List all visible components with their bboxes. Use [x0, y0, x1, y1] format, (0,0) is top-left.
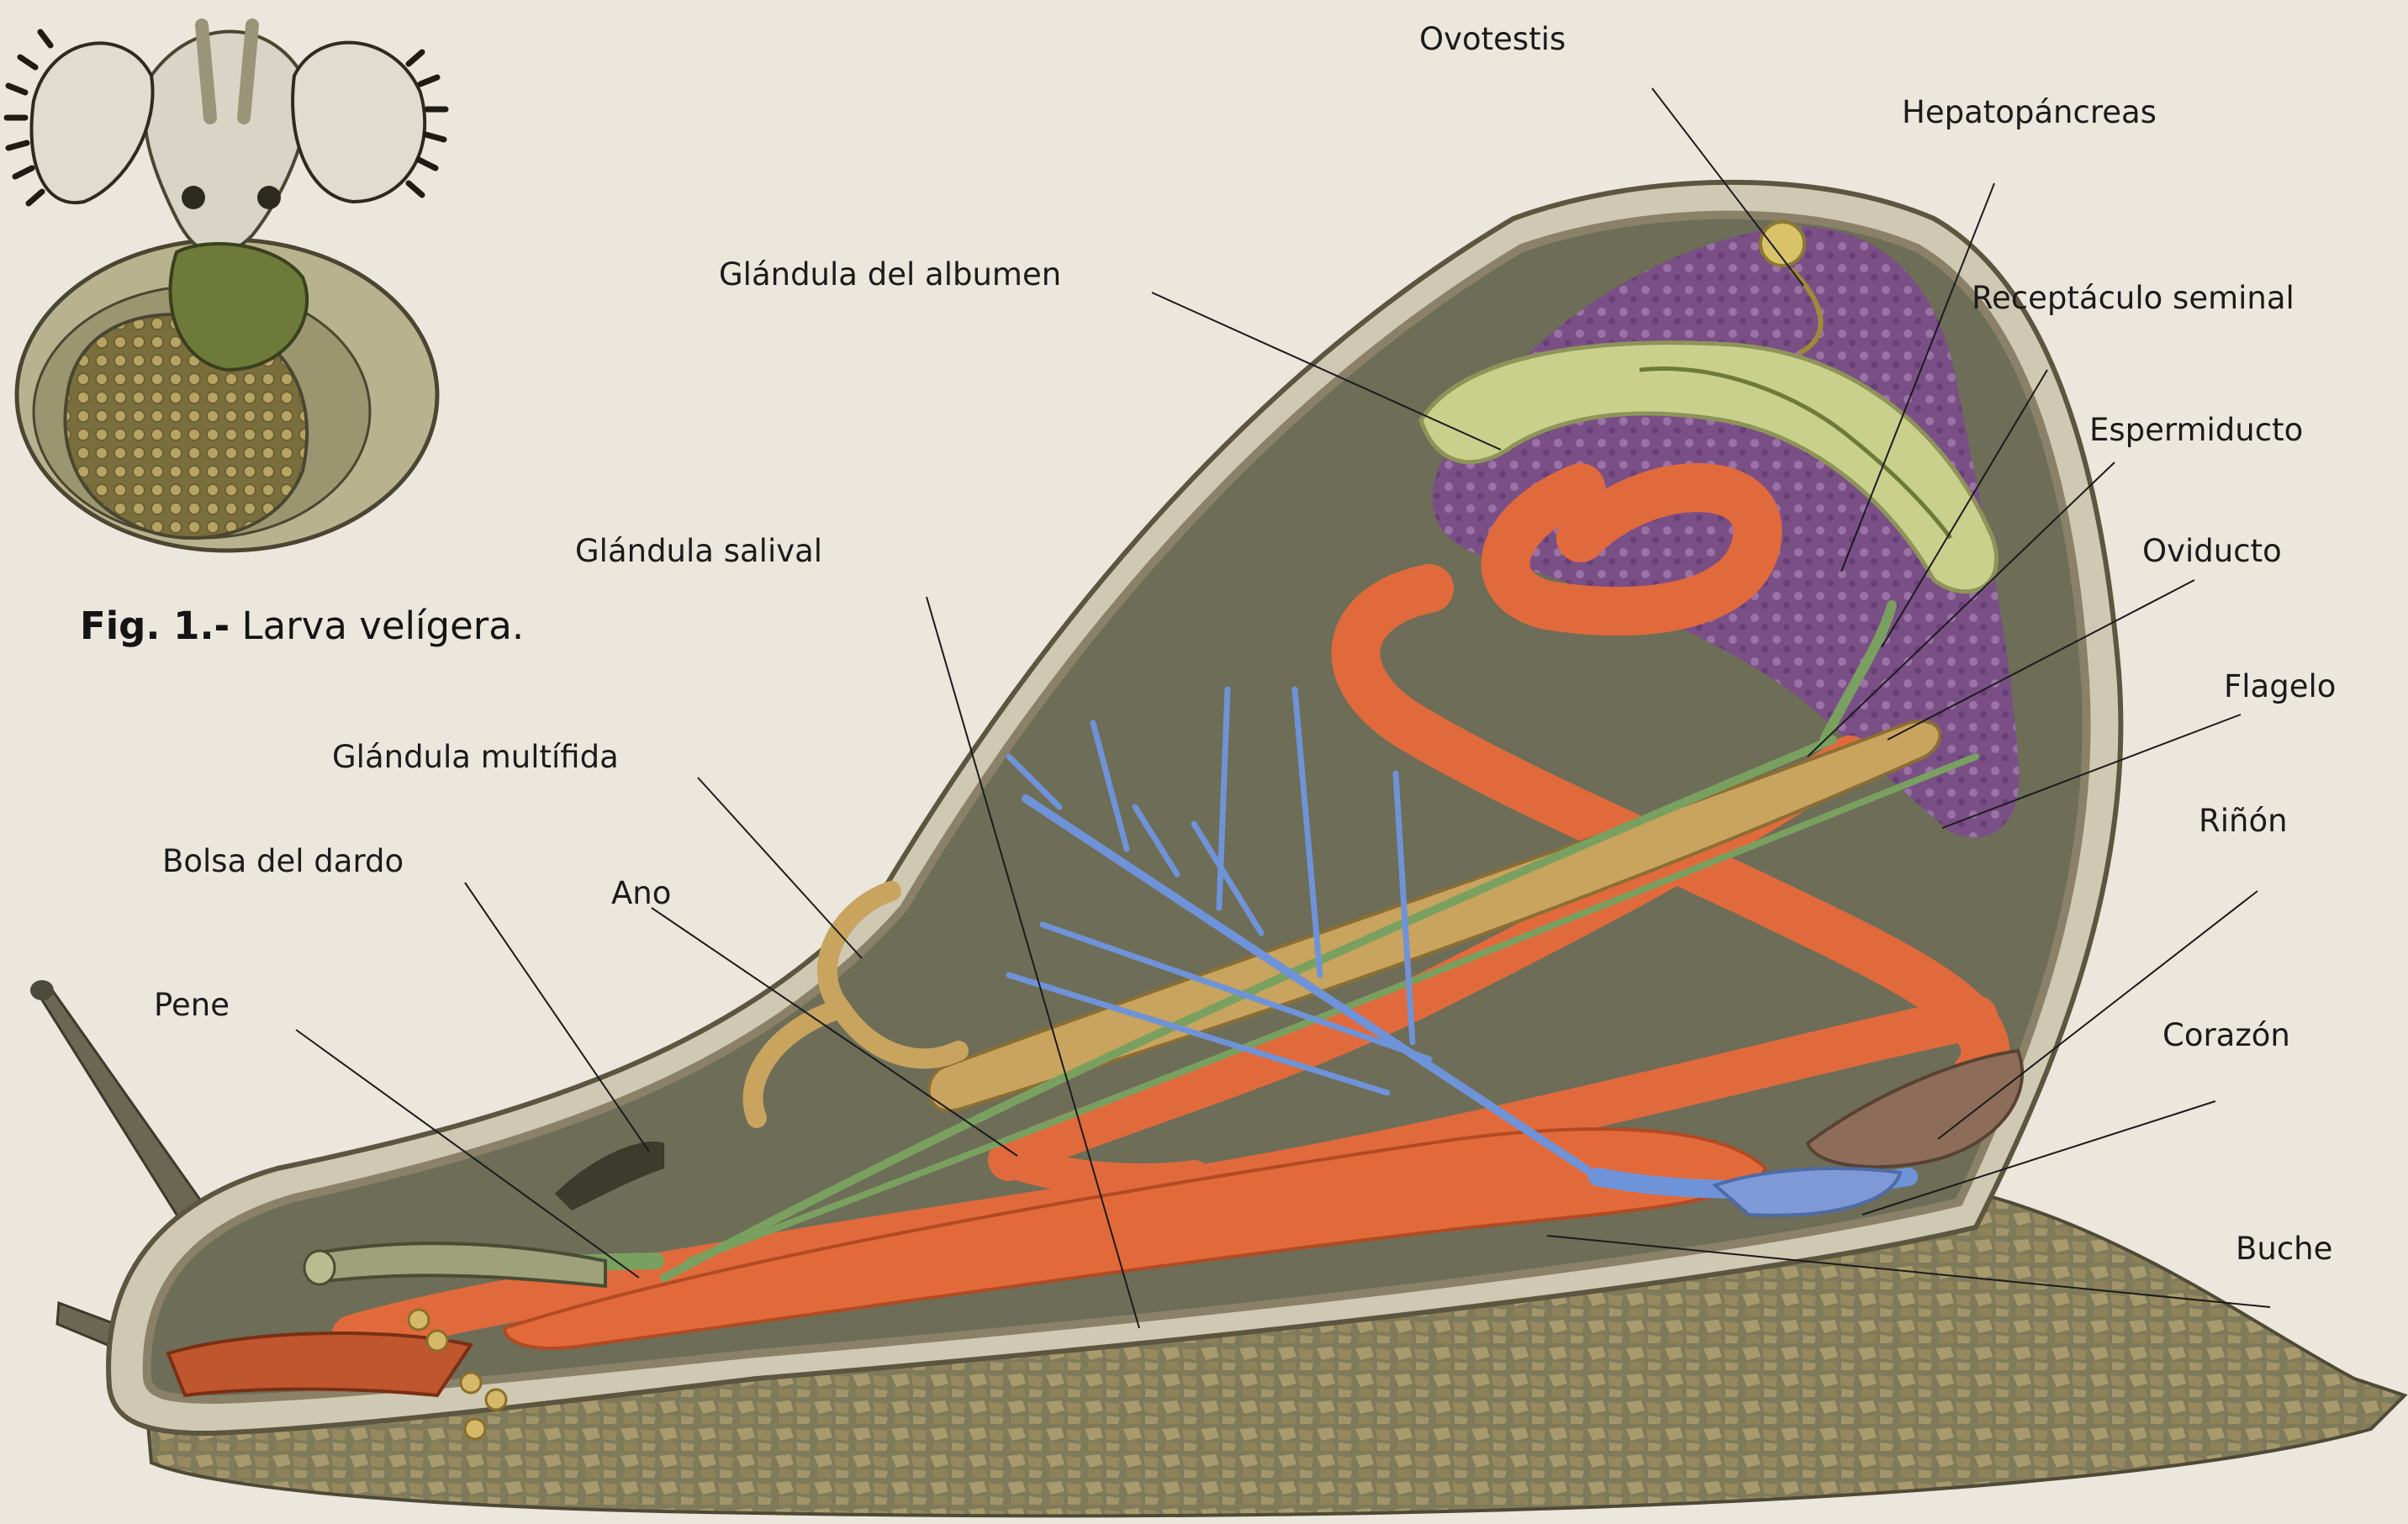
label-espermiducto: Espermiducto: [2089, 414, 2303, 446]
figure-number: Fig. 1.-: [80, 604, 230, 648]
label-receptaculo-seminal: Receptáculo seminal: [1972, 282, 2294, 314]
figure-caption: Fig. 1.- Larva velígera.: [80, 604, 524, 648]
label-glandula-multifida: Glándula multífida: [332, 741, 619, 773]
label-ano: Ano: [611, 878, 671, 909]
label-hepatopancreas: Hepatopáncreas: [1902, 97, 2157, 128]
label-glandula-albumen: Glándula del albumen: [719, 259, 1061, 290]
label-pene: Pene: [154, 989, 230, 1020]
label-ovotestis: Ovotestis: [1419, 24, 1566, 55]
figure-caption-text: Larva velígera.: [242, 604, 525, 648]
label-flagelo: Flagelo: [2224, 671, 2336, 702]
label-rinon: Riñón: [2199, 805, 2288, 836]
veliger-larva: [7, 25, 446, 551]
label-glandula-salival: Glándula salival: [575, 535, 822, 567]
label-corazon: Corazón: [2162, 1020, 2290, 1051]
label-bolsa-dardo: Bolsa del dardo: [162, 846, 404, 877]
label-oviducto: Oviducto: [2142, 535, 2282, 567]
label-buche: Buche: [2236, 1233, 2332, 1264]
